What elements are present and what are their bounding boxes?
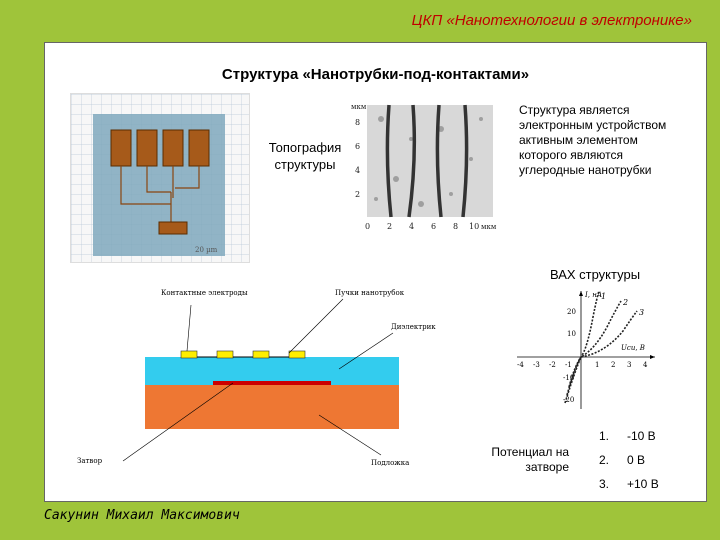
- micrograph-ytick: 2: [355, 190, 360, 199]
- vax-ytick: 20: [567, 308, 576, 316]
- label-contact-electrodes: Контактные электроды: [161, 289, 248, 297]
- vax-xtick: -1: [565, 361, 572, 369]
- micrograph-ytick: 8: [355, 118, 360, 127]
- vax-xtick: 4: [643, 361, 648, 369]
- micrograph-unit-x: мкм: [481, 223, 497, 231]
- label-dielectric: Диэлектрик: [391, 323, 436, 331]
- micrograph-xtick: 8: [453, 222, 458, 231]
- legend-row-num: 2.: [599, 453, 610, 467]
- vax-xtick: -3: [533, 361, 540, 369]
- vax-ytick: -10: [563, 374, 574, 382]
- vax-xtick: 1: [595, 361, 599, 369]
- micrograph-xtick: 6: [431, 222, 436, 231]
- micrograph-ytick: 4: [355, 166, 360, 175]
- label-substrate: Подложка: [371, 459, 409, 467]
- topography-image: 20 µm: [70, 93, 250, 263]
- vax-x-axis-label: Uси, В: [621, 344, 645, 352]
- legend-row-num: 1.: [599, 429, 610, 443]
- topography-label-line1: Топография: [268, 140, 342, 155]
- vax-plot: I, нА Uси, В 20 10 -10 -20 -4 -3 -2 -1 1…: [509, 287, 659, 413]
- header-title: ЦКП «Нанотехнологии в электронике»: [411, 12, 692, 29]
- micrograph-xtick: 4: [409, 222, 414, 231]
- micrograph-xtick: 10: [469, 222, 479, 231]
- micrograph-xtick: 2: [387, 222, 392, 231]
- micrograph-ytick: 6: [355, 142, 360, 151]
- gate-potential-label: Потенциал на затворе: [491, 445, 569, 474]
- vax-curve-label: 2: [622, 298, 628, 307]
- vax-curve-label: 1: [601, 292, 606, 301]
- vax-ytick: 10: [567, 330, 576, 338]
- legend-row-value: +10 В: [627, 477, 659, 491]
- legend-row-value: -10 В: [627, 429, 656, 443]
- vax-xtick: 2: [611, 361, 615, 369]
- label-gate: Затвор: [77, 457, 103, 465]
- topography-label-line2: структуры: [274, 157, 336, 172]
- vax-y-axis-label: I, нА: [584, 291, 602, 299]
- slide-panel: Структура «Нанотрубки-под-контактами» 20…: [44, 42, 707, 502]
- micrograph-unit-y: мкм: [351, 103, 367, 111]
- vax-curve-label: 3: [639, 308, 644, 317]
- vax-xtick: 3: [627, 361, 631, 369]
- legend-row-value: 0 В: [627, 453, 646, 467]
- vax-xtick: -4: [517, 361, 524, 369]
- topography-label: Топография структуры: [255, 139, 355, 173]
- cross-section-diagram: Пучки нанотрубок Контактные электроды Ди…: [73, 265, 459, 481]
- legend-row-num: 3.: [599, 477, 610, 491]
- vax-xtick: -2: [549, 361, 556, 369]
- label-nanotube-bundle: Пучки нанотрубок: [335, 289, 405, 297]
- micrograph-xtick: 0: [365, 222, 370, 231]
- vax-title: ВАХ структуры: [549, 267, 641, 282]
- afm-micrograph: мкм 8 6 4 2 0 2 4 6 8 10 мкм: [351, 99, 499, 233]
- author-name: Сакунин Михаил Максимович: [44, 508, 240, 523]
- slide-title: Структура «Нанотрубки-под-контактами»: [221, 66, 530, 83]
- vax-ytick: -20: [563, 396, 574, 404]
- structure-description: Структура является электронным устройств…: [519, 103, 667, 177]
- topography-scale-label: 20 µm: [195, 246, 218, 254]
